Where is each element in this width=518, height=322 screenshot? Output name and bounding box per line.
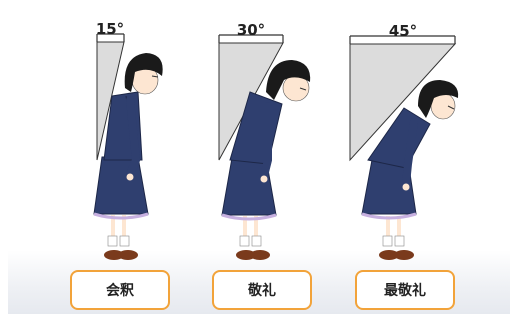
- skirt-1: [93, 156, 149, 215]
- bow-figure-2: [218, 34, 311, 260]
- shoe-3b: [394, 250, 414, 260]
- bow-figure-1: [93, 33, 163, 260]
- arm-1: [126, 96, 141, 178]
- angle-bracket-1: [96, 33, 125, 42]
- bow-figure-3: [349, 35, 459, 260]
- shoe-2a: [236, 250, 256, 260]
- angle-label-1: 15°: [95, 20, 125, 38]
- hair-3: [418, 80, 459, 118]
- hair-2: [266, 60, 311, 100]
- bow-button-saikeirei[interactable]: 最敬礼: [355, 270, 455, 310]
- shoe-3a: [379, 250, 399, 260]
- angle-wedge-3: [349, 43, 457, 162]
- shoe-1a: [104, 250, 124, 260]
- arm-3: [402, 118, 418, 188]
- bow-button-eshaku[interactable]: 会釈: [70, 270, 170, 310]
- arm-2: [260, 102, 272, 180]
- angle-label-2: 30°: [236, 21, 266, 39]
- angle-bracket-3: [349, 35, 456, 44]
- shoe-2b: [250, 250, 270, 260]
- bow-button-keirei[interactable]: 敬礼: [212, 270, 312, 310]
- angle-bracket-2: [218, 34, 284, 43]
- shoe-1b: [118, 250, 138, 260]
- angle-wedge-1: [96, 41, 125, 161]
- hair-1: [124, 53, 163, 92]
- angle-label-3: 45°: [388, 22, 418, 40]
